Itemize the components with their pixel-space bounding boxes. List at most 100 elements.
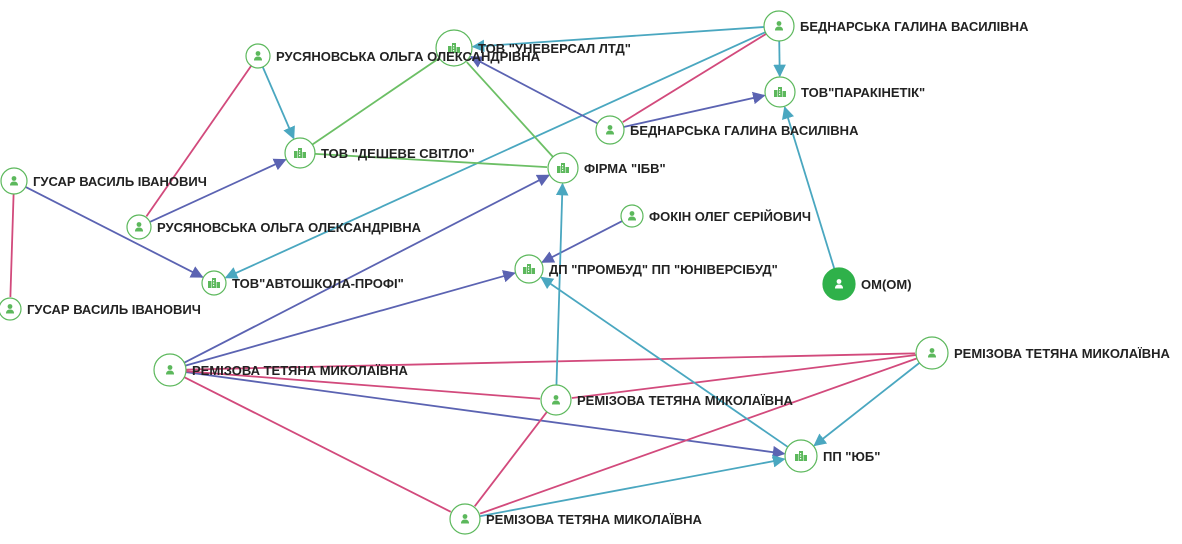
node-circle[interactable] [0, 297, 22, 321]
node-label: ОМ(ОМ) [861, 277, 912, 292]
building-icon [208, 278, 220, 288]
graph-node[interactable]: ТОВ "УНЕВЕРСАЛ ЛТД" [435, 29, 631, 67]
node-label: РЕМІЗОВА ТЕТЯНА МИКОЛАЇВНА [486, 512, 702, 527]
node-label: БЕДНАРСЬКА ГАЛИНА ВАСИЛІВНА [630, 123, 859, 138]
edge-n9-n11[interactable] [541, 220, 623, 263]
graph-node[interactable]: РЕМІЗОВА ТЕТЯНА МИКОЛАЇВНА [915, 336, 1170, 370]
node-label: РЕМІЗОВА ТЕТЯНА МИКОЛАЇВНА [192, 363, 408, 378]
node-label: ПП "ЮБ" [823, 449, 880, 464]
node-label: ТОВ"АВТОШКОЛА-ПРОФІ" [232, 276, 404, 291]
node-circle[interactable] [763, 10, 795, 42]
graph-node[interactable]: ТОВ"ПАРАКІНЕТІК" [764, 76, 925, 108]
node-circle[interactable] [245, 43, 271, 69]
person-icon [135, 222, 143, 232]
node-label: ДП "ПРОМБУД" ПП "ЮНІВЕРСІБУД" [549, 262, 778, 277]
edge-n2-n4[interactable] [773, 40, 786, 78]
person-icon [552, 395, 560, 405]
edge-n3-n6[interactable] [261, 66, 295, 140]
edge-n16-n19[interactable] [479, 357, 918, 515]
node-label: ФІРМА "ІБВ" [584, 161, 666, 176]
person-icon [6, 304, 14, 314]
node-label: РУСЯНОВСЬКА ОЛЬГА ОЛЕКСАНДРІВНА [276, 49, 541, 64]
building-icon [557, 163, 569, 173]
node-label: ГУСАР ВАСИЛЬ ІВАНОВИЧ [33, 174, 207, 189]
building-icon [795, 451, 807, 461]
node-label: ТОВ "УНЕВЕРСАЛ ЛТД" [478, 41, 631, 56]
node-label: РЕМІЗОВА ТЕТЯНА МИКОЛАЇВНА [577, 393, 793, 408]
node-label: РЕМІЗОВА ТЕТЯНА МИКОЛАЇВНА [954, 346, 1170, 361]
person-icon [835, 279, 843, 289]
edge-n15-n19[interactable] [183, 376, 452, 513]
edge-n15-n7[interactable] [183, 174, 550, 364]
graph-node[interactable]: ФІРМА "ІБВ" [547, 152, 666, 184]
person-icon [628, 211, 636, 221]
edge-n2-n5[interactable] [622, 33, 767, 123]
edge-n6-n7[interactable] [314, 152, 548, 168]
graph-node[interactable]: ОМ(ОМ) [822, 267, 912, 301]
node-circle[interactable] [126, 214, 152, 240]
node-label: ТОВ"ПАРАКІНЕТІК" [801, 85, 925, 100]
edge-n13-n4[interactable] [782, 106, 836, 269]
node-circle[interactable] [153, 353, 187, 387]
node-label: БЕДНАРСЬКА ГАЛИНА ВАСИЛІВНА [800, 19, 1029, 34]
edge-n17-n7[interactable] [555, 182, 569, 386]
person-icon [254, 51, 262, 61]
graph-node[interactable]: БЕДНАРСЬКА ГАЛИНА ВАСИЛІВНА [763, 10, 1029, 42]
graph-node[interactable]: РУСЯНОВСЬКА ОЛЬГА ОЛЕКСАНДРІВНА [245, 43, 541, 69]
edge-n17-n19[interactable] [474, 411, 548, 507]
edge-n10-n6[interactable] [149, 158, 287, 223]
node-circle[interactable] [915, 336, 949, 370]
node-label: ГУСАР ВАСИЛЬ ІВАНОВИЧ [27, 302, 201, 317]
person-icon [606, 125, 614, 135]
edge-n16-n17[interactable] [571, 354, 917, 399]
edge-n15-n11[interactable] [185, 270, 516, 367]
node-circle[interactable] [595, 115, 625, 145]
node-circle[interactable] [0, 167, 28, 195]
graph-node[interactable]: ГУСАР ВАСИЛЬ ІВАНОВИЧ [0, 297, 201, 321]
edge-n2-n1[interactable] [471, 26, 765, 53]
edge-n6-n1[interactable] [311, 57, 439, 146]
edge-n19-n18[interactable] [479, 455, 786, 518]
node-label: ФОКІН ОЛЕГ СЕРІЙОВИЧ [649, 209, 811, 224]
graph-node[interactable]: ФОКІН ОЛЕГ СЕРІЙОВИЧ [620, 204, 811, 228]
edge-n8-n12[interactable] [25, 186, 204, 278]
edge-n15-n18[interactable] [185, 371, 786, 459]
graph-node[interactable]: ГУСАР ВАСИЛЬ ІВАНОВИЧ [0, 167, 207, 195]
node-circle[interactable] [449, 503, 481, 535]
graph-node[interactable]: ТОВ "ДЕШЕВЕ СВІТЛО" [284, 137, 475, 169]
edge-n15-n16[interactable] [185, 352, 916, 371]
person-icon [10, 176, 18, 186]
nodes-layer: ТОВ "УНЕВЕРСАЛ ЛТД" БЕДНАРСЬКА ГАЛИНА ВАС… [0, 10, 1170, 535]
building-icon [448, 43, 460, 53]
edge-n5-n4[interactable] [623, 91, 766, 128]
building-icon [774, 87, 786, 97]
graph-node[interactable]: РЕМІЗОВА ТЕТЯНА МИКОЛАЇВНА [449, 503, 702, 535]
node-circle[interactable] [822, 267, 856, 301]
edge-n5-n1[interactable] [469, 56, 599, 125]
edge-n8-n14[interactable] [9, 193, 15, 298]
node-label: ТОВ "ДЕШЕВЕ СВІТЛО" [321, 146, 475, 161]
edges-layer [9, 26, 920, 518]
edge-n15-n17[interactable] [185, 370, 541, 400]
graph-node[interactable]: РУСЯНОВСЬКА ОЛЬГА ОЛЕКСАНДРІВНА [126, 214, 422, 240]
graph-node[interactable]: ДП "ПРОМБУД" ПП "ЮНІВЕРСІБУД" [514, 254, 778, 284]
graph-node[interactable]: РЕМІЗОВА ТЕТЯНА МИКОЛАЇВНА [153, 353, 408, 387]
node-circle[interactable] [620, 204, 644, 228]
graph-node[interactable]: РЕМІЗОВА ТЕТЯНА МИКОЛАЇВНА [540, 384, 793, 416]
person-icon [166, 365, 174, 375]
person-icon [461, 514, 469, 524]
edge-n2-n12[interactable] [224, 31, 766, 279]
person-icon [928, 348, 936, 358]
edge-n3-n10[interactable] [145, 65, 252, 217]
node-circle[interactable] [540, 384, 572, 416]
person-icon [775, 21, 783, 31]
graph-node[interactable]: ПП "ЮБ" [784, 439, 880, 473]
graph-node[interactable]: ТОВ"АВТОШКОЛА-ПРОФІ" [201, 270, 404, 296]
edge-n16-n18[interactable] [813, 362, 920, 447]
graph-node[interactable]: БЕДНАРСЬКА ГАЛИНА ВАСИЛІВНА [595, 115, 859, 145]
edge-n18-n11[interactable] [540, 276, 789, 448]
building-icon [294, 148, 306, 158]
edge-n7-n1[interactable] [466, 61, 554, 158]
building-icon [523, 264, 535, 274]
